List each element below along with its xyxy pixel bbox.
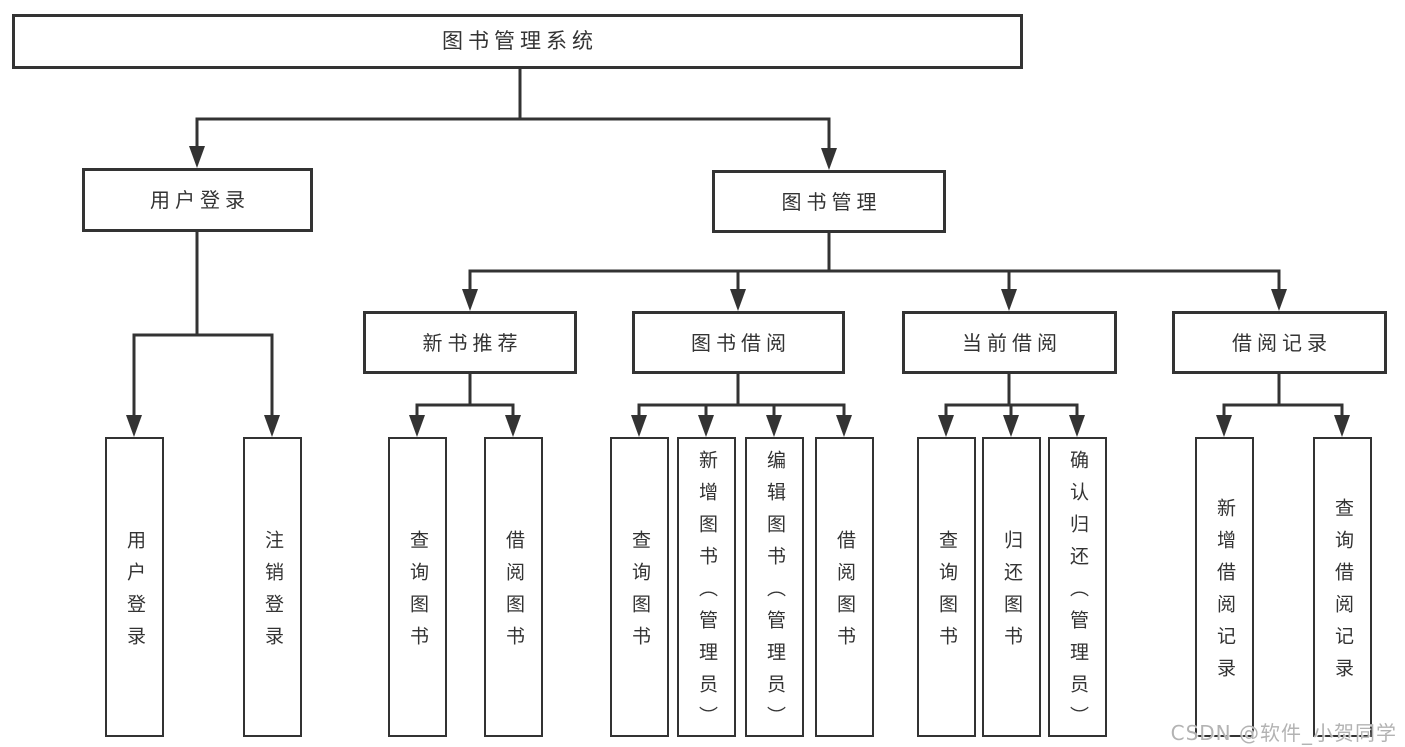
leaf-current-query-books: 查询图书 (917, 437, 976, 737)
arrowheads (126, 146, 1350, 437)
node-borrow-records: 借阅记录 (1172, 311, 1387, 374)
node-label: 当前借阅 (962, 330, 1062, 355)
node-label: 新书推荐 (422, 330, 523, 355)
leaf-records-query-record: 查询借阅记录 (1313, 437, 1372, 737)
node-book-management: 图书管理 (712, 170, 946, 233)
leaf-newbooks-borrow-books: 借阅图书 (484, 437, 543, 737)
csdn-watermark: CSDN @软件_小贺同学 (1170, 721, 1397, 745)
node-book-borrow: 图书借阅 (632, 311, 845, 374)
leaf-current-confirm-return-admin: 确认归还（管理员） (1048, 437, 1107, 738)
leaf-label: 编辑图书（管理员） (764, 449, 786, 738)
leaf-label: 查询图书 (407, 529, 429, 658)
node-user-login: 用户登录 (82, 168, 313, 232)
node-label: 图书借阅 (691, 330, 791, 355)
leaf-borrow-edit-books-admin: 编辑图书（管理员） (745, 437, 804, 738)
leaf-label: 借阅图书 (834, 529, 856, 658)
node-library-system: 图书管理系统 (12, 14, 1023, 69)
leaf-label: 查询借阅记录 (1332, 497, 1354, 690)
leaf-label: 新增借阅记录 (1214, 497, 1236, 690)
node-label: 借阅记录 (1232, 330, 1332, 355)
leaf-current-return-books: 归还图书 (982, 437, 1041, 737)
leaf-borrow-borrow-books: 借阅图书 (815, 437, 874, 737)
leaf-logout: 注销登录 (243, 437, 302, 737)
leaf-label: 借阅图书 (503, 529, 525, 658)
leaf-label: 确认归还（管理员） (1067, 449, 1089, 738)
leaf-borrow-add-books-admin: 新增图书（管理员） (677, 437, 736, 738)
leaf-label: 注销登录 (262, 529, 284, 658)
leaf-user-login: 用户登录 (105, 437, 164, 737)
leaf-records-add-record: 新增借阅记录 (1195, 437, 1254, 737)
leaf-newbooks-query-books: 查询图书 (388, 437, 447, 737)
leaf-label: 查询图书 (936, 529, 958, 658)
leaf-label: 归还图书 (1001, 529, 1023, 658)
node-label: 图书管理 (781, 189, 882, 214)
node-label: 用户登录 (150, 188, 250, 212)
node-current-borrow: 当前借阅 (902, 311, 1117, 374)
leaf-borrow-query-books: 查询图书 (610, 437, 669, 737)
node-new-book-recommend: 新书推荐 (363, 311, 577, 374)
leaf-label: 用户登录 (124, 529, 146, 658)
leaf-label: 新增图书（管理员） (696, 449, 718, 738)
leaf-label: 查询图书 (629, 529, 651, 658)
node-label: 图书管理系统 (442, 29, 598, 53)
